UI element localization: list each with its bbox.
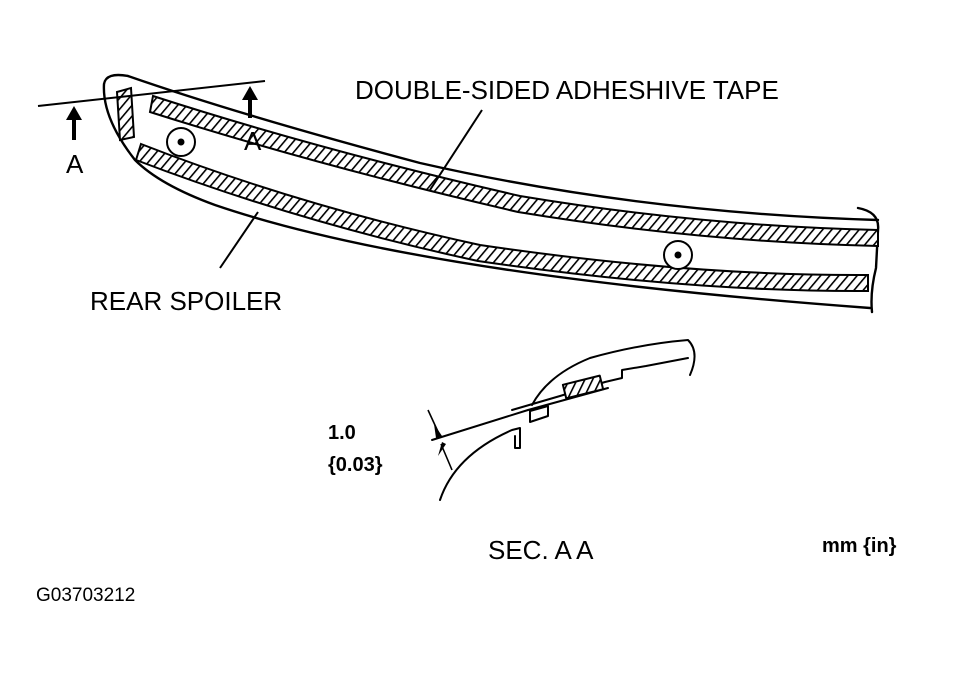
section-detail [431,339,696,501]
tape-leader [429,109,483,191]
leader-lines [219,109,483,269]
section-title: SEC. A A [488,535,594,565]
adhesive-tape-strips [115,86,879,293]
dimension-marks [427,409,453,471]
spoiler-section [531,339,696,406]
section-marker-left: A [66,149,84,179]
units-label: mm {in} [822,535,897,557]
section-arrows [66,86,258,140]
spoiler-leader [219,211,259,269]
dimension-mm: 1.0 [328,422,356,444]
tape-section [561,374,605,400]
spoiler-label: REAR SPOILER [90,286,283,316]
tape-lower-strip [134,142,869,293]
mounting-studs [166,127,693,270]
dimension-in: {0.03} [328,454,383,476]
tape-upper-strip [148,94,879,248]
tape-label: DOUBLE-SIDED ADHESHIVE TAPE [355,75,779,105]
section-marker-right: A [244,126,262,156]
section-line-a-a [37,80,266,107]
tape-end-block [115,86,136,142]
figure-id: G03703212 [36,585,136,606]
spoiler-body [102,73,880,314]
